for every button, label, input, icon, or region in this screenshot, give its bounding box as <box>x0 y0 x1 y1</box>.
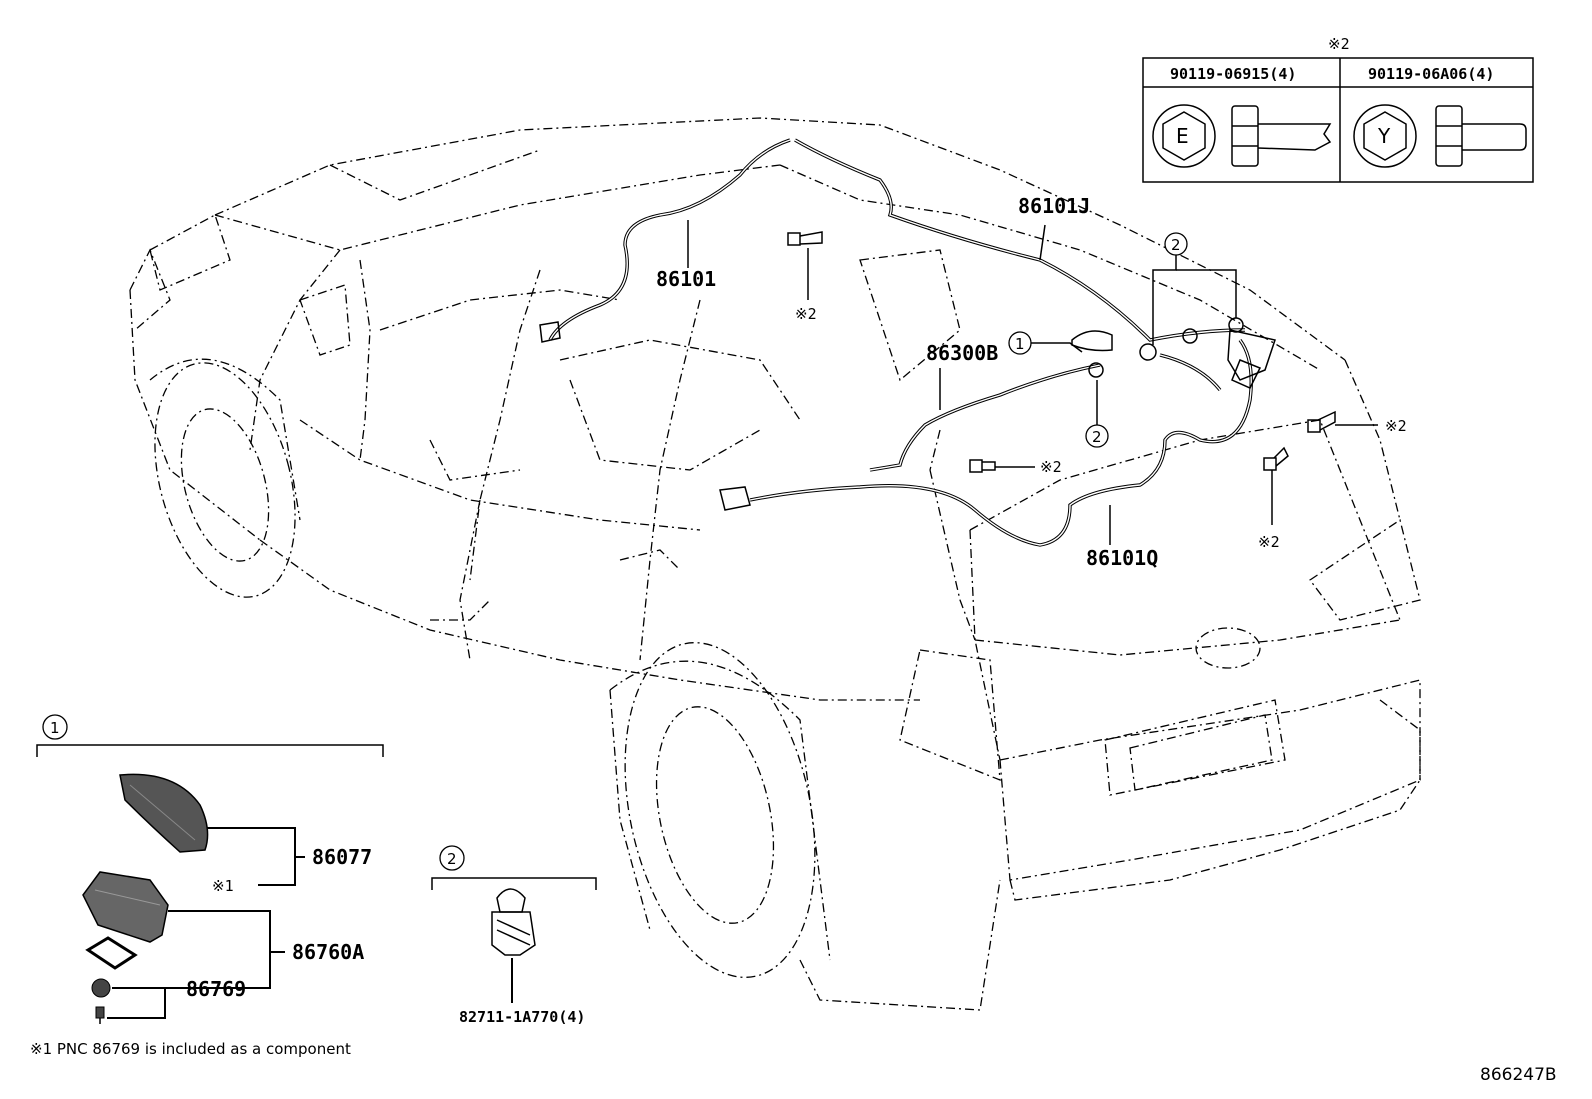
svg-text:2: 2 <box>447 850 457 868</box>
mark2-d: ※2 <box>1258 533 1280 551</box>
svg-text:1: 1 <box>1015 335 1025 353</box>
bolt-icon <box>969 459 996 473</box>
nut-icon <box>91 978 111 998</box>
footnote: ※1 PNC 86769 is included as a component <box>30 1040 351 1058</box>
mark1: ※1 <box>212 877 234 895</box>
svg-text:Y: Y <box>1377 124 1391 148</box>
bolt-table-mark: ※2 <box>1328 35 1350 53</box>
label-86101J: 86101J <box>1018 194 1090 218</box>
label-82711: 82711-1A770(4) <box>459 1008 585 1026</box>
label-86077: 86077 <box>312 845 372 869</box>
bolt-icons <box>787 231 1336 473</box>
vehicle-outline <box>129 117 1421 1011</box>
label-86101Q: 86101Q <box>1086 546 1158 570</box>
svg-text:1: 1 <box>50 719 60 737</box>
bolt-table: ※2 90119-06915(4) 90119-06A06(4) E Y <box>1142 35 1534 183</box>
bolt-icon <box>787 231 823 246</box>
screw-icon <box>95 1006 105 1024</box>
antenna-base-icon <box>82 871 169 943</box>
svg-text:2: 2 <box>1171 236 1181 254</box>
antenna-cables <box>539 138 1276 547</box>
label-86300B: 86300B <box>926 341 998 365</box>
bolt-y-icon: Y <box>1353 104 1527 168</box>
detail-2-group: 2 82711-1A770(4) <box>431 845 597 1026</box>
diagram-code: 866247B <box>1480 1065 1557 1085</box>
mark2-c: ※2 <box>1385 417 1407 435</box>
cable-clips <box>1088 317 1244 378</box>
gasket-icon <box>85 936 138 970</box>
bolt-col1-label: 90119-06915(4) <box>1170 65 1296 83</box>
part-labels: 86101J 86101 86300B 86101Q ※2 ※2 ※2 ※2 <box>656 194 1407 570</box>
label-86101: 86101 <box>656 267 716 291</box>
roof-antenna-shape <box>1071 330 1113 352</box>
mark2-b: ※2 <box>1040 458 1062 476</box>
bolt-icon <box>1263 446 1289 471</box>
bolt-e-icon: E <box>1152 104 1332 168</box>
svg-text:2: 2 <box>1092 428 1102 446</box>
bolt-icon <box>1307 410 1336 433</box>
label-86760A: 86760A <box>292 940 364 964</box>
mark2-a: ※2 <box>795 305 817 323</box>
label-86769: 86769 <box>186 977 246 1001</box>
bolt-col2-label: 90119-06A06(4) <box>1368 65 1494 83</box>
svg-text:E: E <box>1176 124 1189 148</box>
detail-1-group: 1 86077 ※1 86760A 86 <box>36 714 384 1024</box>
callout-2-top: 2 <box>1164 232 1188 256</box>
leader-lines <box>687 220 1378 545</box>
callout-circles: 1 2 2 <box>1008 232 1188 448</box>
callout-2-main: 2 <box>1085 424 1109 448</box>
antenna-cover-icon <box>119 773 209 853</box>
clip-icon <box>491 888 536 956</box>
callout-1-main: 1 <box>1008 331 1032 355</box>
